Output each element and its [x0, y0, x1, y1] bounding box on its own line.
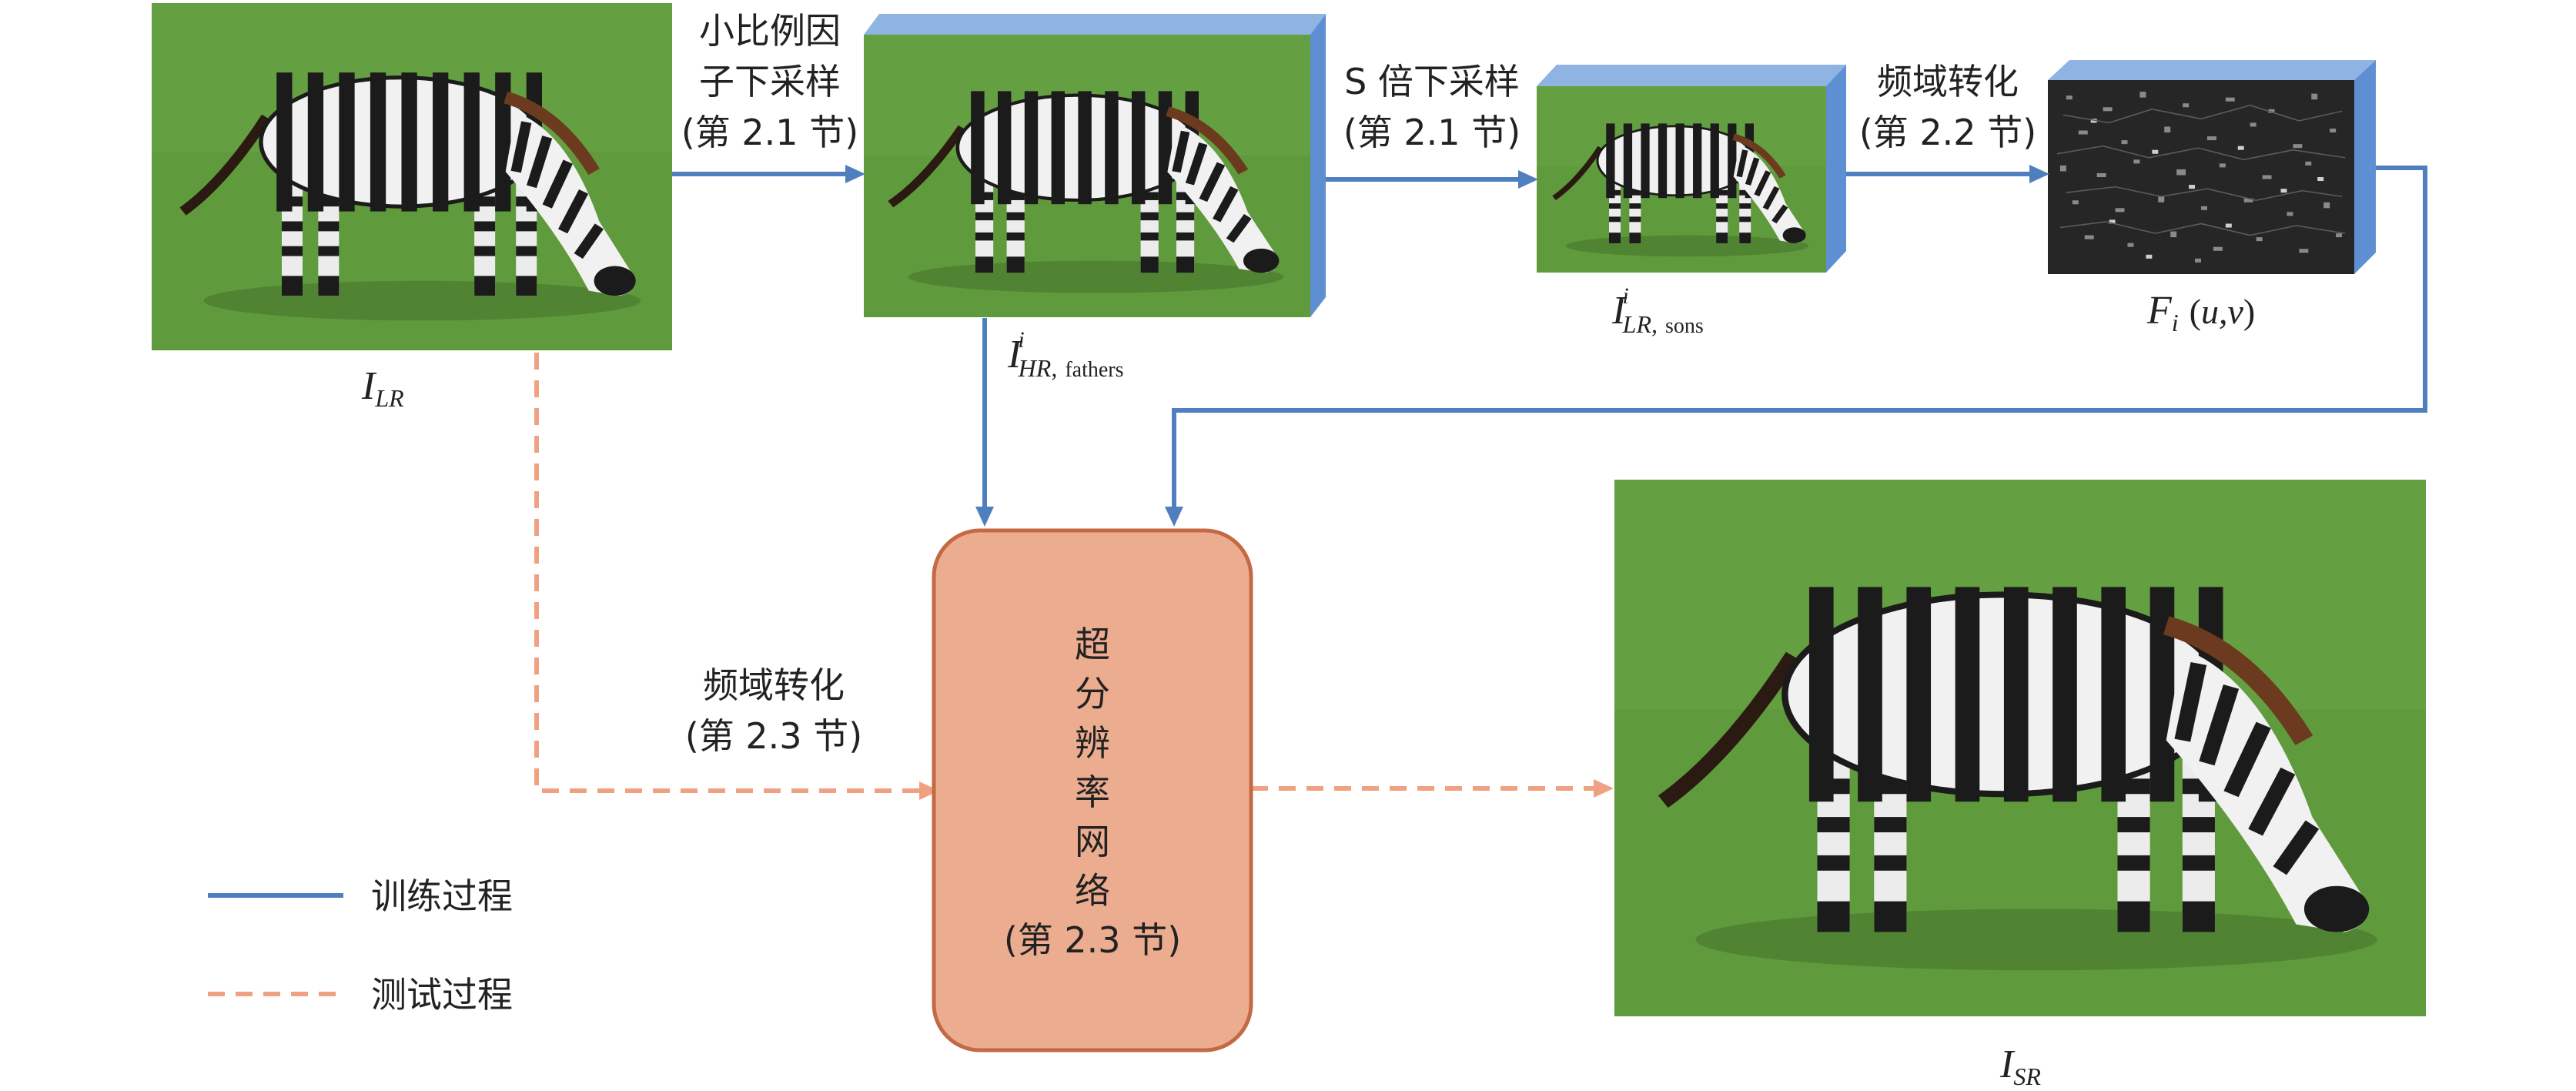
arrowhead [2029, 165, 2049, 183]
frequency-spectrum-image [2048, 80, 2354, 274]
edge-label: 子下采样 [699, 61, 841, 102]
edge-label: S 倍下采样 [1344, 61, 1520, 102]
label-i-lr: ILR [361, 364, 404, 412]
edge-label: (第 2.1 节) [681, 112, 858, 153]
edge-label: 频域转化 [1877, 61, 2019, 102]
arrowhead [975, 507, 994, 527]
edge-label: (第 2.3 节) [685, 715, 862, 757]
edge-label: 频域转化 [703, 664, 845, 706]
arrowhead [845, 165, 865, 183]
label-i-sr: ISR [1999, 1042, 2041, 1090]
lr-son-cube-top [1537, 65, 1846, 86]
legend: 训练过程 测试过程 [208, 875, 513, 1016]
network-char: 网 [1075, 821, 1110, 862]
edge-labels: 小比例因 子下采样 (第 2.1 节) S 倍下采样 (第 2.1 节) 频域转… [681, 10, 2036, 757]
arrowhead [1165, 507, 1183, 527]
lr-son-image [1537, 86, 1826, 273]
label-f-i: Fi(u,v) [2146, 289, 2255, 336]
network-section-label: (第 2.3 节) [1004, 919, 1181, 961]
edge-label: 小比例因 [699, 10, 841, 52]
edge-label: (第 2.1 节) [1343, 112, 1521, 153]
frequency-cube-side [2354, 60, 2376, 274]
network-char: 络 [1075, 870, 1110, 912]
arrow-frequency-to-network [1172, 166, 2427, 510]
training-arrows [672, 165, 2427, 527]
legend-training-label: 训练过程 [371, 875, 513, 917]
frequency-cube [2048, 60, 2376, 274]
arrowhead [1518, 170, 1538, 189]
network-char: 分 [1075, 673, 1110, 715]
arrowhead [1594, 779, 1614, 798]
output-sr-image [1614, 480, 2426, 1016]
hr-father-cube-top [864, 14, 1326, 35]
network-char: 辨 [1075, 722, 1110, 764]
network-char: 率 [1075, 771, 1110, 813]
legend-testing-label: 测试过程 [371, 974, 513, 1016]
arrowhead [919, 781, 939, 800]
arrow-lr-to-network-test [534, 353, 921, 793]
super-resolution-network: 超 分 辨 率 网 络 (第 2.3 节) [932, 528, 1253, 1053]
lr-son-cube-side [1826, 65, 1846, 273]
hr-father-image [864, 35, 1310, 317]
frequency-cube-top [2048, 60, 2376, 80]
network-box [932, 528, 1253, 1053]
hr-father-cube-side [1310, 14, 1326, 317]
input-lr-image [152, 3, 672, 350]
hr-father-cube [864, 14, 1326, 317]
network-char: 超 [1075, 624, 1110, 665]
testing-arrows [534, 353, 1614, 800]
lr-son-cube [1537, 65, 1846, 273]
edge-label: (第 2.2 节) [1859, 112, 2036, 153]
